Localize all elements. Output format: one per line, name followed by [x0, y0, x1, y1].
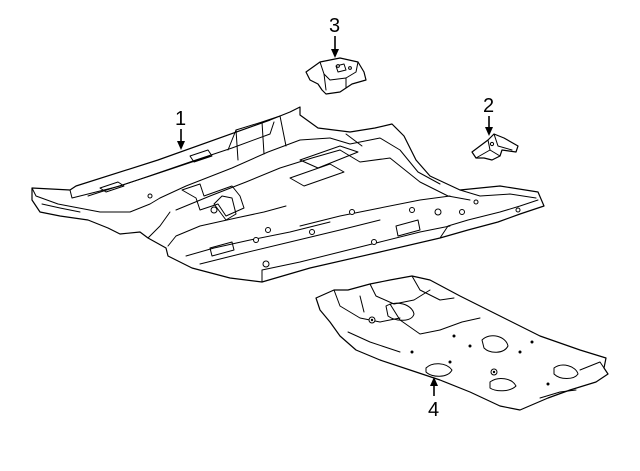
callout-3: 3 — [329, 15, 340, 58]
arrow-head-icon — [430, 377, 438, 386]
callout-2: 2 — [483, 95, 494, 136]
callout-label-4: 4 — [428, 399, 439, 421]
callout-label-3: 3 — [329, 15, 340, 37]
arrow-head-icon — [331, 49, 339, 58]
callout-label-1: 1 — [175, 108, 186, 130]
arrow-head-icon — [485, 127, 493, 136]
callout-1: 1 — [175, 108, 186, 150]
arrow-head-icon — [177, 141, 185, 150]
callout-4: 4 — [428, 377, 439, 421]
callout-label-2: 2 — [483, 95, 494, 117]
bracket-part-2[interactable] — [471, 133, 519, 161]
mount-block-part-3[interactable] — [305, 57, 367, 95]
floor-pan-part-1[interactable] — [31, 106, 545, 283]
rear-floor-pan-part-4[interactable] — [315, 275, 609, 411]
